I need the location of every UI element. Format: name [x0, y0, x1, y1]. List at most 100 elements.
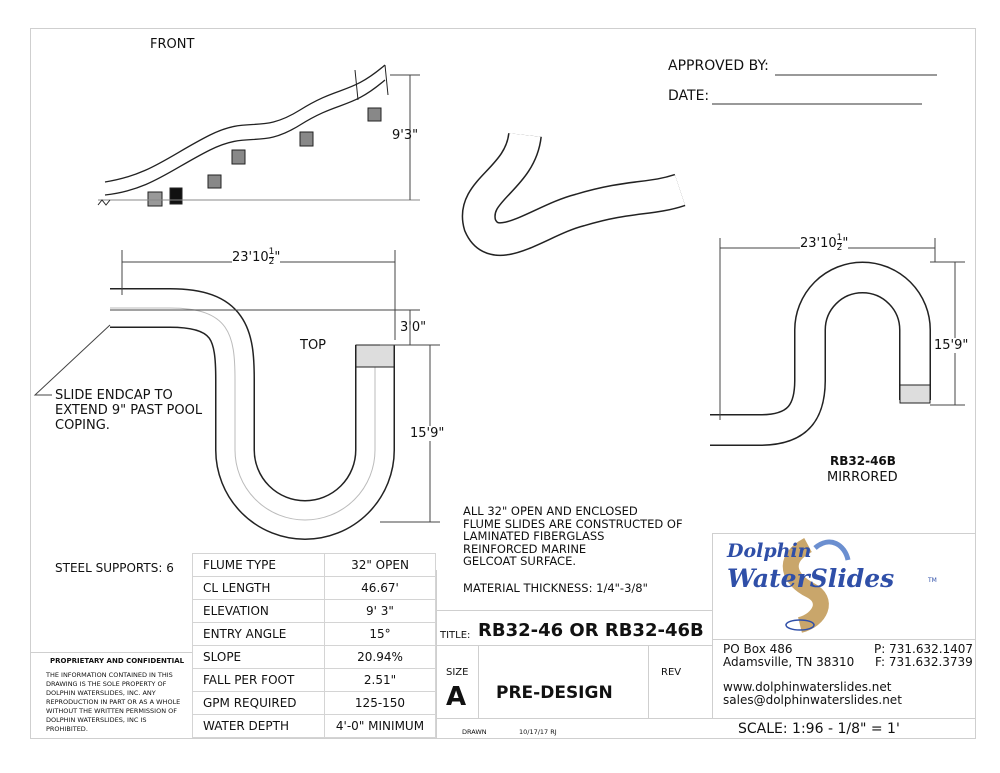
endcap-note: SLIDE ENDCAP TO EXTEND 9" PAST POOL COPI… — [55, 388, 202, 433]
body-line: WITHOUT THE WRITTEN PERMISSION OF — [46, 707, 178, 715]
frac-den: 2 — [268, 257, 275, 267]
drawn-label: DRAWN — [462, 728, 487, 736]
inch-mark: " — [274, 250, 281, 265]
scale-text: SCALE: 1:96 - 1/8" = 1' — [738, 721, 900, 737]
dim-text: 23'10 — [800, 236, 837, 251]
website-link[interactable]: www.dolphinwaterslides.net — [723, 680, 892, 694]
note-line: ALL 32" OPEN AND ENCLOSED — [463, 504, 638, 518]
logo-line2: WaterSlides — [727, 564, 895, 593]
note-line: COPING. — [55, 418, 110, 433]
po-box: PO Box 486 — [723, 642, 793, 656]
title-label: TITLE: — [440, 630, 471, 641]
body-line: PROHIBITED. — [46, 725, 88, 733]
note-line: FLUME SLIDES ARE CONSTRUCTED OF — [463, 516, 683, 531]
top-offset-dim: 3'0" — [400, 320, 427, 335]
proprietary-heading: PROPRIETARY AND CONFIDENTIAL — [50, 657, 185, 665]
body-line: DOLPHIN WATERSLIDES, INC. ANY — [46, 689, 156, 697]
dim-text: 23'10 — [232, 250, 269, 265]
note-line: SLIDE ENDCAP TO — [55, 388, 173, 403]
logo-tm: TM — [928, 577, 937, 584]
frac-den: 2 — [836, 243, 843, 253]
city: Adamsville, TN 38310 — [723, 655, 855, 669]
note-line: LAMINATED FIBERGLASS — [463, 529, 605, 543]
frame-bottom — [30, 738, 976, 739]
body-line: REPRODUCTION IN PART OR AS A WHOLE — [46, 698, 181, 706]
top-view-slide — [110, 288, 395, 540]
body-line: DOLPHIN WATERSLIDES, INC IS — [46, 716, 147, 724]
top-view-label: TOP — [300, 338, 327, 353]
logo-box-top — [712, 533, 976, 534]
spec-label: WATER DEPTH — [192, 714, 325, 738]
spec-value: 9' 3" — [324, 599, 436, 623]
isometric-view-slide — [461, 131, 686, 256]
drawn-row-top — [436, 718, 976, 719]
front-view-slide — [97, 64, 420, 207]
proprietary-body: THE INFORMATION CONTAINED IN THIS DRAWIN… — [46, 671, 180, 734]
front-view-label: FRONT — [150, 37, 195, 52]
spec-label: ELEVATION — [192, 599, 325, 623]
spec-label: SLOPE — [192, 645, 325, 669]
status-value: PRE-DESIGN — [496, 683, 613, 703]
frame-left — [30, 28, 31, 738]
spec-label: GPM REQUIRED — [192, 691, 325, 715]
spec-label: CL LENGTH — [192, 576, 325, 600]
mirror-depth-dim: 15'9" — [934, 338, 969, 353]
spec-value: 4'-0" MINIMUM — [324, 714, 436, 738]
spec-label: FALL PER FOOT — [192, 668, 325, 692]
frame-top — [30, 28, 975, 29]
size-value: A — [446, 682, 467, 712]
email-link[interactable]: sales@dolphinwaterslides.net — [723, 693, 902, 707]
mirrored-dimensions — [719, 238, 965, 420]
size-row-top — [436, 645, 713, 646]
frame-right — [975, 28, 976, 738]
inch-mark: " — [842, 236, 849, 251]
spec-label: ENTRY ANGLE — [192, 622, 325, 646]
contact-box-top — [712, 639, 976, 640]
spec-value: 125-150 — [324, 691, 436, 715]
spec-value: 46.67' — [324, 576, 436, 600]
title-row-top — [436, 610, 713, 611]
rev-divider — [648, 645, 649, 718]
note-line: REINFORCED MARINE — [463, 541, 587, 556]
approved-by-label: APPROVED BY: — [668, 58, 769, 74]
spec-value: 20.94% — [324, 645, 436, 669]
steel-supports: STEEL SUPPORTS: 6 — [55, 561, 174, 575]
front-height-dim: 9'3" — [392, 128, 419, 143]
frac-num: 1 — [268, 247, 275, 258]
spec-value: 15° — [324, 622, 436, 646]
spec-value: 32" OPEN — [324, 553, 436, 577]
size-divider — [478, 645, 479, 718]
body-line: THE INFORMATION CONTAINED IN THIS — [46, 671, 173, 679]
date-label: DATE: — [668, 88, 710, 104]
drawn-value: 10/17/17 RJ — [519, 728, 557, 736]
fax: F: 731.632.3739 — [875, 655, 973, 669]
note-line: EXTEND 9" PAST POOL — [55, 403, 203, 418]
drawing-title: RB32-46 OR RB32-46B — [478, 620, 704, 641]
note-line: GELCOAT SURFACE. — [463, 554, 577, 568]
size-label: SIZE — [446, 667, 469, 678]
spec-value: 2.51" — [324, 668, 436, 692]
proprietary-box-top — [30, 652, 192, 653]
logo-box-left — [712, 533, 713, 718]
phone: P: 731.632.1407 — [874, 642, 974, 656]
material-thickness: MATERIAL THICKNESS: 1/4"-3/8" — [463, 581, 648, 595]
mirrored-view-slide — [710, 261, 931, 446]
title-block-left — [436, 570, 437, 738]
logo-slide-graphic — [782, 537, 851, 633]
mirrored-label: MIRRORED — [827, 470, 898, 485]
body-line: DRAWING IS THE SOLE PROPERTY OF — [46, 680, 167, 688]
rev-label: REV — [661, 667, 682, 678]
front-height-dimension — [390, 74, 420, 200]
